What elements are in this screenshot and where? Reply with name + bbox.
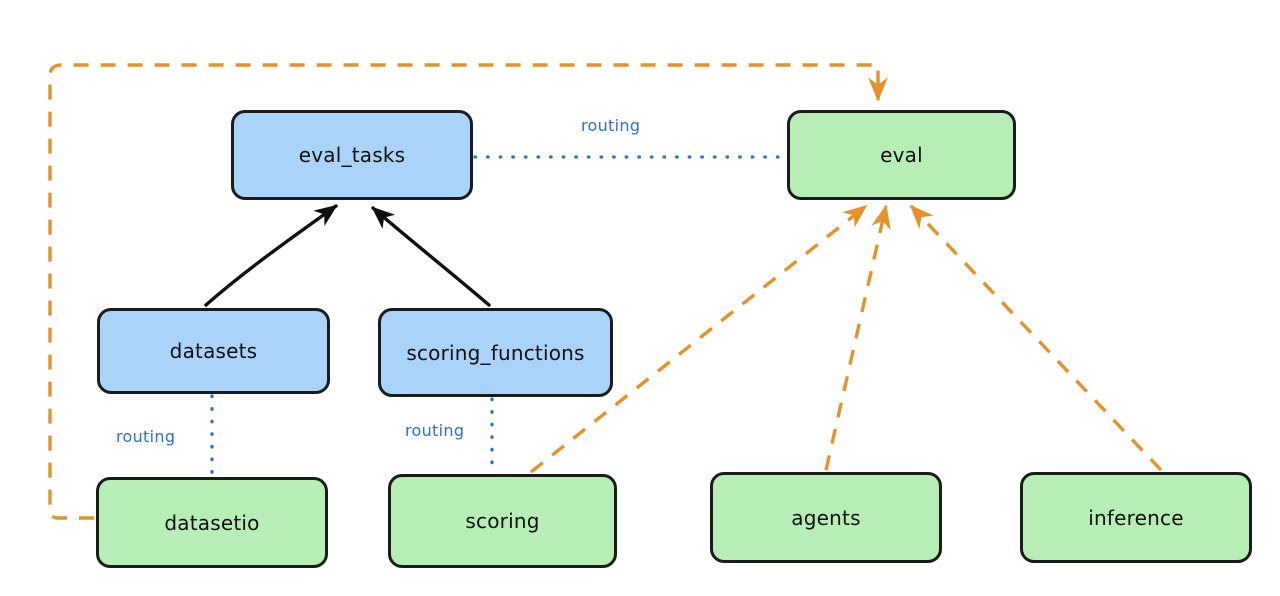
- edge-agents-eval: [824, 204, 891, 471]
- edge-scoring-eval: [529, 204, 868, 474]
- node-label: eval: [880, 143, 923, 167]
- node-label: datasetio: [164, 510, 260, 535]
- node-datasetio[interactable]: datasetio: [96, 477, 328, 568]
- node-scoring[interactable]: scoring: [388, 474, 617, 568]
- edge-label-routing-datasets-datasetio: routing: [113, 427, 179, 446]
- edge-datasets-eval-tasks: [204, 204, 338, 307]
- node-label: scoring_functions: [406, 340, 585, 365]
- edge-label-routing-scoring-functions-scoring: routing: [402, 421, 468, 440]
- node-label: scoring: [465, 509, 540, 533]
- edge-label-routing-eval-tasks-eval: routing: [578, 116, 644, 135]
- node-scoring-functions[interactable]: scoring_functions: [378, 308, 613, 397]
- edge-inference-eval: [909, 204, 1163, 472]
- node-label: agents: [791, 505, 861, 530]
- node-eval-tasks[interactable]: eval_tasks: [231, 110, 473, 200]
- node-agents[interactable]: agents: [710, 472, 942, 563]
- node-label: eval_tasks: [298, 143, 406, 167]
- node-eval[interactable]: eval: [787, 110, 1016, 200]
- node-inference[interactable]: inference: [1020, 472, 1252, 563]
- node-label: inference: [1088, 505, 1184, 530]
- edge-scoring-functions-eval-tasks: [371, 206, 491, 307]
- node-datasets[interactable]: datasets: [97, 308, 330, 394]
- node-label: datasets: [169, 339, 258, 363]
- edge-datasetio-eval: [48, 63, 888, 520]
